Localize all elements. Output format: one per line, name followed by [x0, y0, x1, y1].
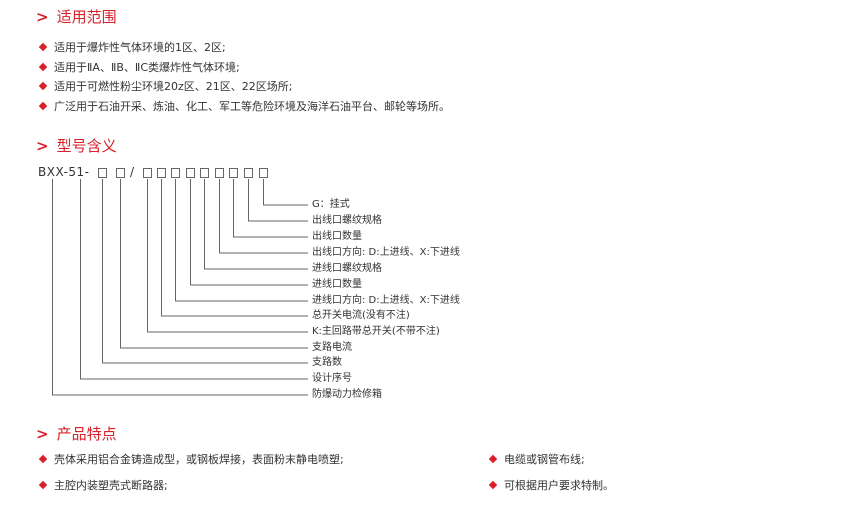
- label-outlet-count: 出线口数量: [312, 231, 362, 242]
- code-box: [116, 168, 125, 178]
- scope-list: 适用于爆炸性气体环境的1区、2区; 适用于ⅡA、ⅡB、ⅡC类爆炸性气体环境; 适…: [38, 38, 450, 117]
- list-item: 壳体采用铝合金铸造成型，或钢板焊接，表面粉末静电喷塑;: [38, 447, 344, 473]
- leader-line: [233, 179, 308, 238]
- label-main-current: 总开关电流(没有不注): [312, 310, 410, 321]
- list-item: 可根据用户要求特制。: [488, 473, 614, 499]
- leader-line: [248, 179, 308, 222]
- code-box: [259, 168, 268, 178]
- list-item: 主腔内装塑壳式断路器;: [38, 473, 344, 499]
- label-branch-count: 支路数: [312, 357, 342, 368]
- chevron-right-icon: >: [36, 8, 49, 26]
- code-box: [244, 168, 253, 178]
- list-item: 适用于爆炸性气体环境的1区、2区;: [38, 38, 450, 58]
- label-inlet-direction: 进线口方向: D:上进线、X:下进线: [312, 295, 460, 306]
- leader-line: [219, 179, 308, 254]
- chevron-right-icon: >: [36, 137, 49, 155]
- code-box: [171, 168, 180, 178]
- code-box: [98, 168, 107, 178]
- leader-line: [175, 179, 308, 302]
- diamond-bullet-icon: [488, 454, 498, 464]
- list-item: 电缆或钢管布线;: [488, 447, 614, 473]
- section-title-features: >产品特点: [36, 425, 117, 443]
- list-item: 适用于可燃性粉尘环境20z区、21区、22区场所;: [38, 77, 450, 97]
- section-title-scope: >适用范围: [36, 8, 117, 26]
- code-slash: /: [130, 165, 135, 179]
- leader-line: [190, 179, 308, 286]
- label-outlet-thread: 出线口螺纹规格: [312, 215, 382, 226]
- leader-line: [80, 179, 308, 380]
- leader-line: [147, 179, 308, 333]
- label-branch-current: 支路电流: [312, 342, 352, 353]
- section-title-model: >型号含义: [36, 137, 117, 155]
- code-box: [215, 168, 224, 178]
- leader-line: [204, 179, 308, 270]
- leader-line: [161, 179, 308, 317]
- model-code-prefix: BXX-51-: [38, 165, 90, 179]
- code-box: [143, 168, 152, 178]
- leader-line: [52, 179, 308, 396]
- label-mounting: G：挂式: [312, 199, 350, 210]
- diamond-bullet-icon: [38, 454, 48, 464]
- diamond-bullet-icon: [38, 480, 48, 490]
- features-list-right: 电缆或钢管布线; 可根据用户要求特制。: [488, 447, 614, 499]
- diamond-bullet-icon: [488, 480, 498, 490]
- leader-line: [102, 179, 308, 364]
- list-item: 适用于ⅡA、ⅡB、ⅡC类爆炸性气体环境;: [38, 58, 450, 78]
- code-box: [200, 168, 209, 178]
- label-main-switch: K:主回路带总开关(不带不注): [312, 326, 440, 337]
- leader-line: [263, 179, 308, 206]
- code-box: [157, 168, 166, 178]
- code-box: [229, 168, 238, 178]
- label-inlet-thread: 进线口螺纹规格: [312, 263, 382, 274]
- features-list-left: 壳体采用铝合金铸造成型，或钢板焊接，表面粉末静电喷塑; 主腔内装塑壳式断路器;: [38, 447, 344, 499]
- leader-line: [120, 179, 308, 349]
- list-item: 广泛用于石油开采、炼油、化工、军工等危险环境及海洋石油平台、邮轮等场所。: [38, 97, 450, 117]
- label-design-serial: 设计序号: [312, 373, 352, 384]
- code-box: [186, 168, 195, 178]
- label-inlet-count: 进线口数量: [312, 279, 362, 290]
- label-product-name: 防爆动力检修箱: [312, 389, 382, 400]
- chevron-right-icon: >: [36, 425, 49, 443]
- label-outlet-direction: 出线口方向: D:上进线、X:下进线: [312, 247, 460, 258]
